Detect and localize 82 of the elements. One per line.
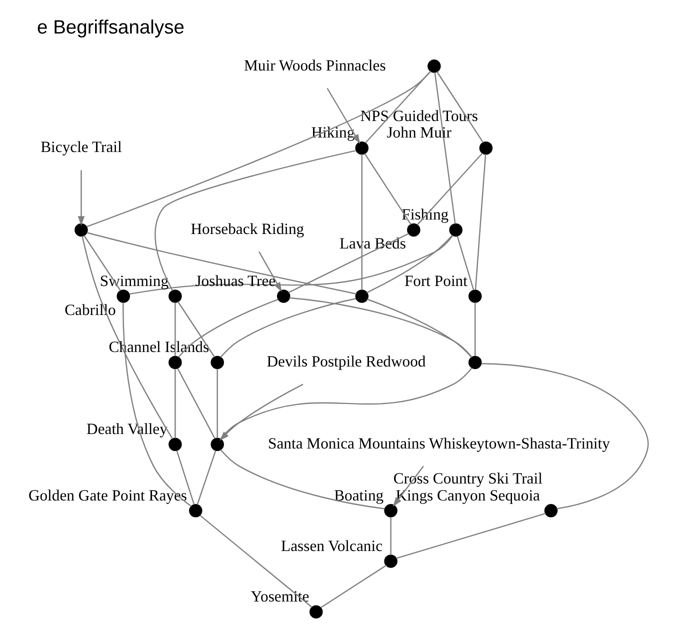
connector	[320, 564, 386, 608]
connector	[366, 235, 452, 294]
connector	[176, 450, 194, 505]
connector	[456, 236, 474, 290]
node-circle	[168, 438, 182, 452]
arrow	[326, 88, 360, 144]
connector	[390, 517, 391, 556]
node-circle	[210, 356, 224, 370]
node-label: Cabrillo	[64, 302, 116, 319]
node-label: Lassen Volcanic	[280, 538, 382, 555]
connector	[434, 72, 456, 224]
node-label: Channel Islands	[108, 339, 209, 356]
node-text: Horseback Riding	[190, 221, 304, 238]
connector	[220, 368, 472, 440]
node-circle	[468, 356, 482, 370]
connector	[86, 70, 431, 228]
node-label: Swimming	[99, 272, 168, 290]
node-circle	[308, 605, 322, 618]
connector	[366, 298, 472, 358]
connector	[86, 232, 356, 294]
connector	[360, 154, 362, 290]
arrow	[258, 251, 282, 292]
connector	[178, 298, 278, 358]
node-circle	[544, 504, 558, 518]
node-circle	[406, 223, 420, 237]
connector	[83, 235, 121, 292]
node-label: Lava Beds	[339, 236, 406, 253]
node-circle	[74, 223, 88, 237]
node-circle	[478, 141, 492, 155]
connector	[396, 512, 546, 559]
connector	[176, 368, 215, 439]
node-text: Santa Monica Mountains Whiskeytown-Shasta-Trinity	[268, 435, 610, 452]
node-label: Boating	[334, 487, 384, 504]
connector	[364, 153, 411, 225]
node-label: Fishing	[401, 206, 448, 224]
connector	[474, 302, 476, 356]
arrow	[392, 466, 424, 507]
node-circle	[384, 504, 397, 518]
connector	[122, 302, 192, 507]
connector	[154, 150, 356, 291]
node-text: Bicycle Trail	[40, 139, 122, 156]
node-label: Death Valley	[86, 421, 167, 438]
node-label: Yosemite	[250, 588, 309, 606]
arrow	[219, 384, 303, 441]
node-circle	[384, 554, 397, 568]
node-text: Devils Postpile Redwood	[266, 354, 426, 371]
node-circle	[354, 141, 368, 155]
node-circle	[188, 504, 202, 518]
node-label: Golden Gate Point Rayes	[28, 487, 187, 504]
connector	[176, 301, 215, 358]
connector	[416, 152, 482, 226]
diagram-title: e Begriffsanalyse	[36, 17, 184, 38]
connector	[174, 302, 176, 356]
node-circle	[168, 356, 182, 370]
node-label: Kings Canyon Sequoia	[395, 487, 540, 504]
connector	[199, 515, 312, 608]
connector	[288, 233, 408, 294]
node-circle	[427, 60, 440, 73]
node-circle	[468, 290, 482, 303]
node-label: Cross Country Ski Trail	[392, 470, 542, 488]
node-label: Joshuas Tree	[194, 272, 276, 290]
connector	[81, 236, 173, 440]
connector	[128, 235, 453, 295]
node-circle	[116, 290, 130, 303]
connector	[289, 297, 472, 358]
node-label: Fort Point	[404, 272, 467, 290]
connector	[196, 450, 216, 505]
node-circle	[168, 290, 182, 303]
connector	[216, 368, 218, 438]
node-text: Muir Woods Pinnacles	[243, 57, 386, 74]
connector	[436, 71, 484, 143]
node-label: John Muir	[386, 124, 451, 142]
node-circle	[210, 438, 224, 452]
node-circle	[448, 223, 462, 237]
node-circle	[276, 290, 290, 303]
connector	[174, 368, 176, 438]
connector	[220, 298, 356, 358]
connector	[474, 154, 486, 290]
node-circle	[354, 290, 368, 303]
arrow	[77, 170, 84, 226]
connector	[480, 363, 648, 510]
connector	[220, 449, 384, 510]
